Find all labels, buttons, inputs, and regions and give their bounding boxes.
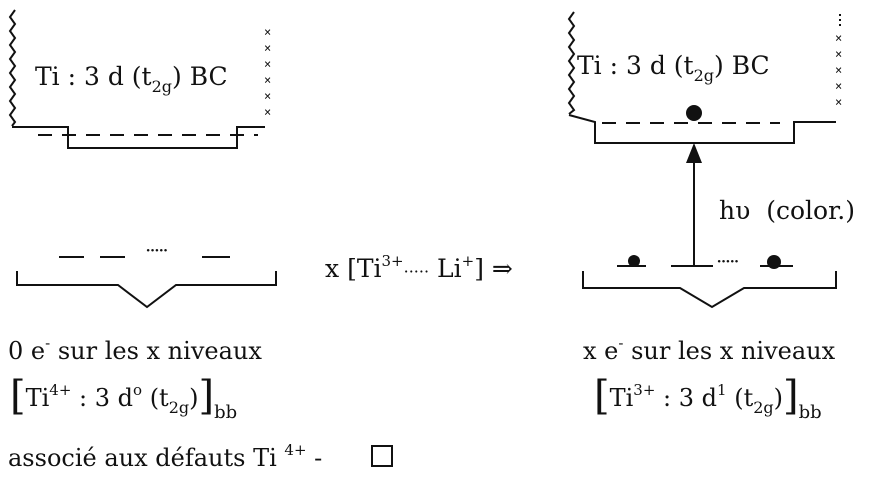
reaction-equation: x [Ti3+····· Li+] ⇒ [325, 252, 513, 283]
excited-electron [686, 105, 702, 121]
left-bc-cross-4: × [264, 73, 271, 87]
left-vb-outline [16, 271, 277, 309]
right-bc-cross-5: × [835, 95, 842, 109]
defect-square-icon [371, 445, 393, 467]
left-bc-cross-5: × [264, 89, 271, 103]
right-bc-cross-3: × [835, 63, 842, 77]
left-caption-config: [Ti4+ : 3 do (t2g)]bb [10, 373, 238, 423]
right-bc-label: Ti : 3 d (t2g) BC [577, 51, 770, 85]
left-bc-cross-3: × [264, 57, 271, 71]
excitation-arrow-head [686, 143, 702, 163]
right-bc-cross-4: × [835, 79, 842, 93]
left-bc-outline [12, 126, 265, 149]
defect-caption: associé aux défauts Ti 4+ - [8, 441, 323, 472]
electron-dot-2 [767, 255, 781, 269]
right-bc-outline [568, 114, 836, 144]
right-level-dots: ····· [716, 249, 740, 273]
right-caption-line1: x e- sur les x niveaux [583, 334, 836, 365]
left-bc-cross-6: × [264, 105, 271, 119]
left-level-dots: ····· [145, 238, 169, 262]
right-vb-outline [582, 271, 837, 309]
left-bc-cross-2: × [264, 41, 271, 55]
right-bc-wavy-edge [567, 11, 576, 115]
photon-label: hυ (color.) [719, 196, 855, 225]
right-caption-config: [Ti3+ : 3 d1 (t2g)]bb [594, 373, 822, 423]
left-bc-label: Ti : 3 d (t2g) BC [35, 62, 228, 96]
left-bc-cross-1: × [264, 25, 271, 39]
left-caption-line1: 0 e- sur les x niveaux [8, 334, 262, 365]
right-bc-cross-2: × [835, 47, 842, 61]
right-bc-cross-1: × [835, 31, 842, 45]
electron-dot-1 [628, 255, 640, 267]
left-bc-wavy-edge [8, 9, 17, 127]
